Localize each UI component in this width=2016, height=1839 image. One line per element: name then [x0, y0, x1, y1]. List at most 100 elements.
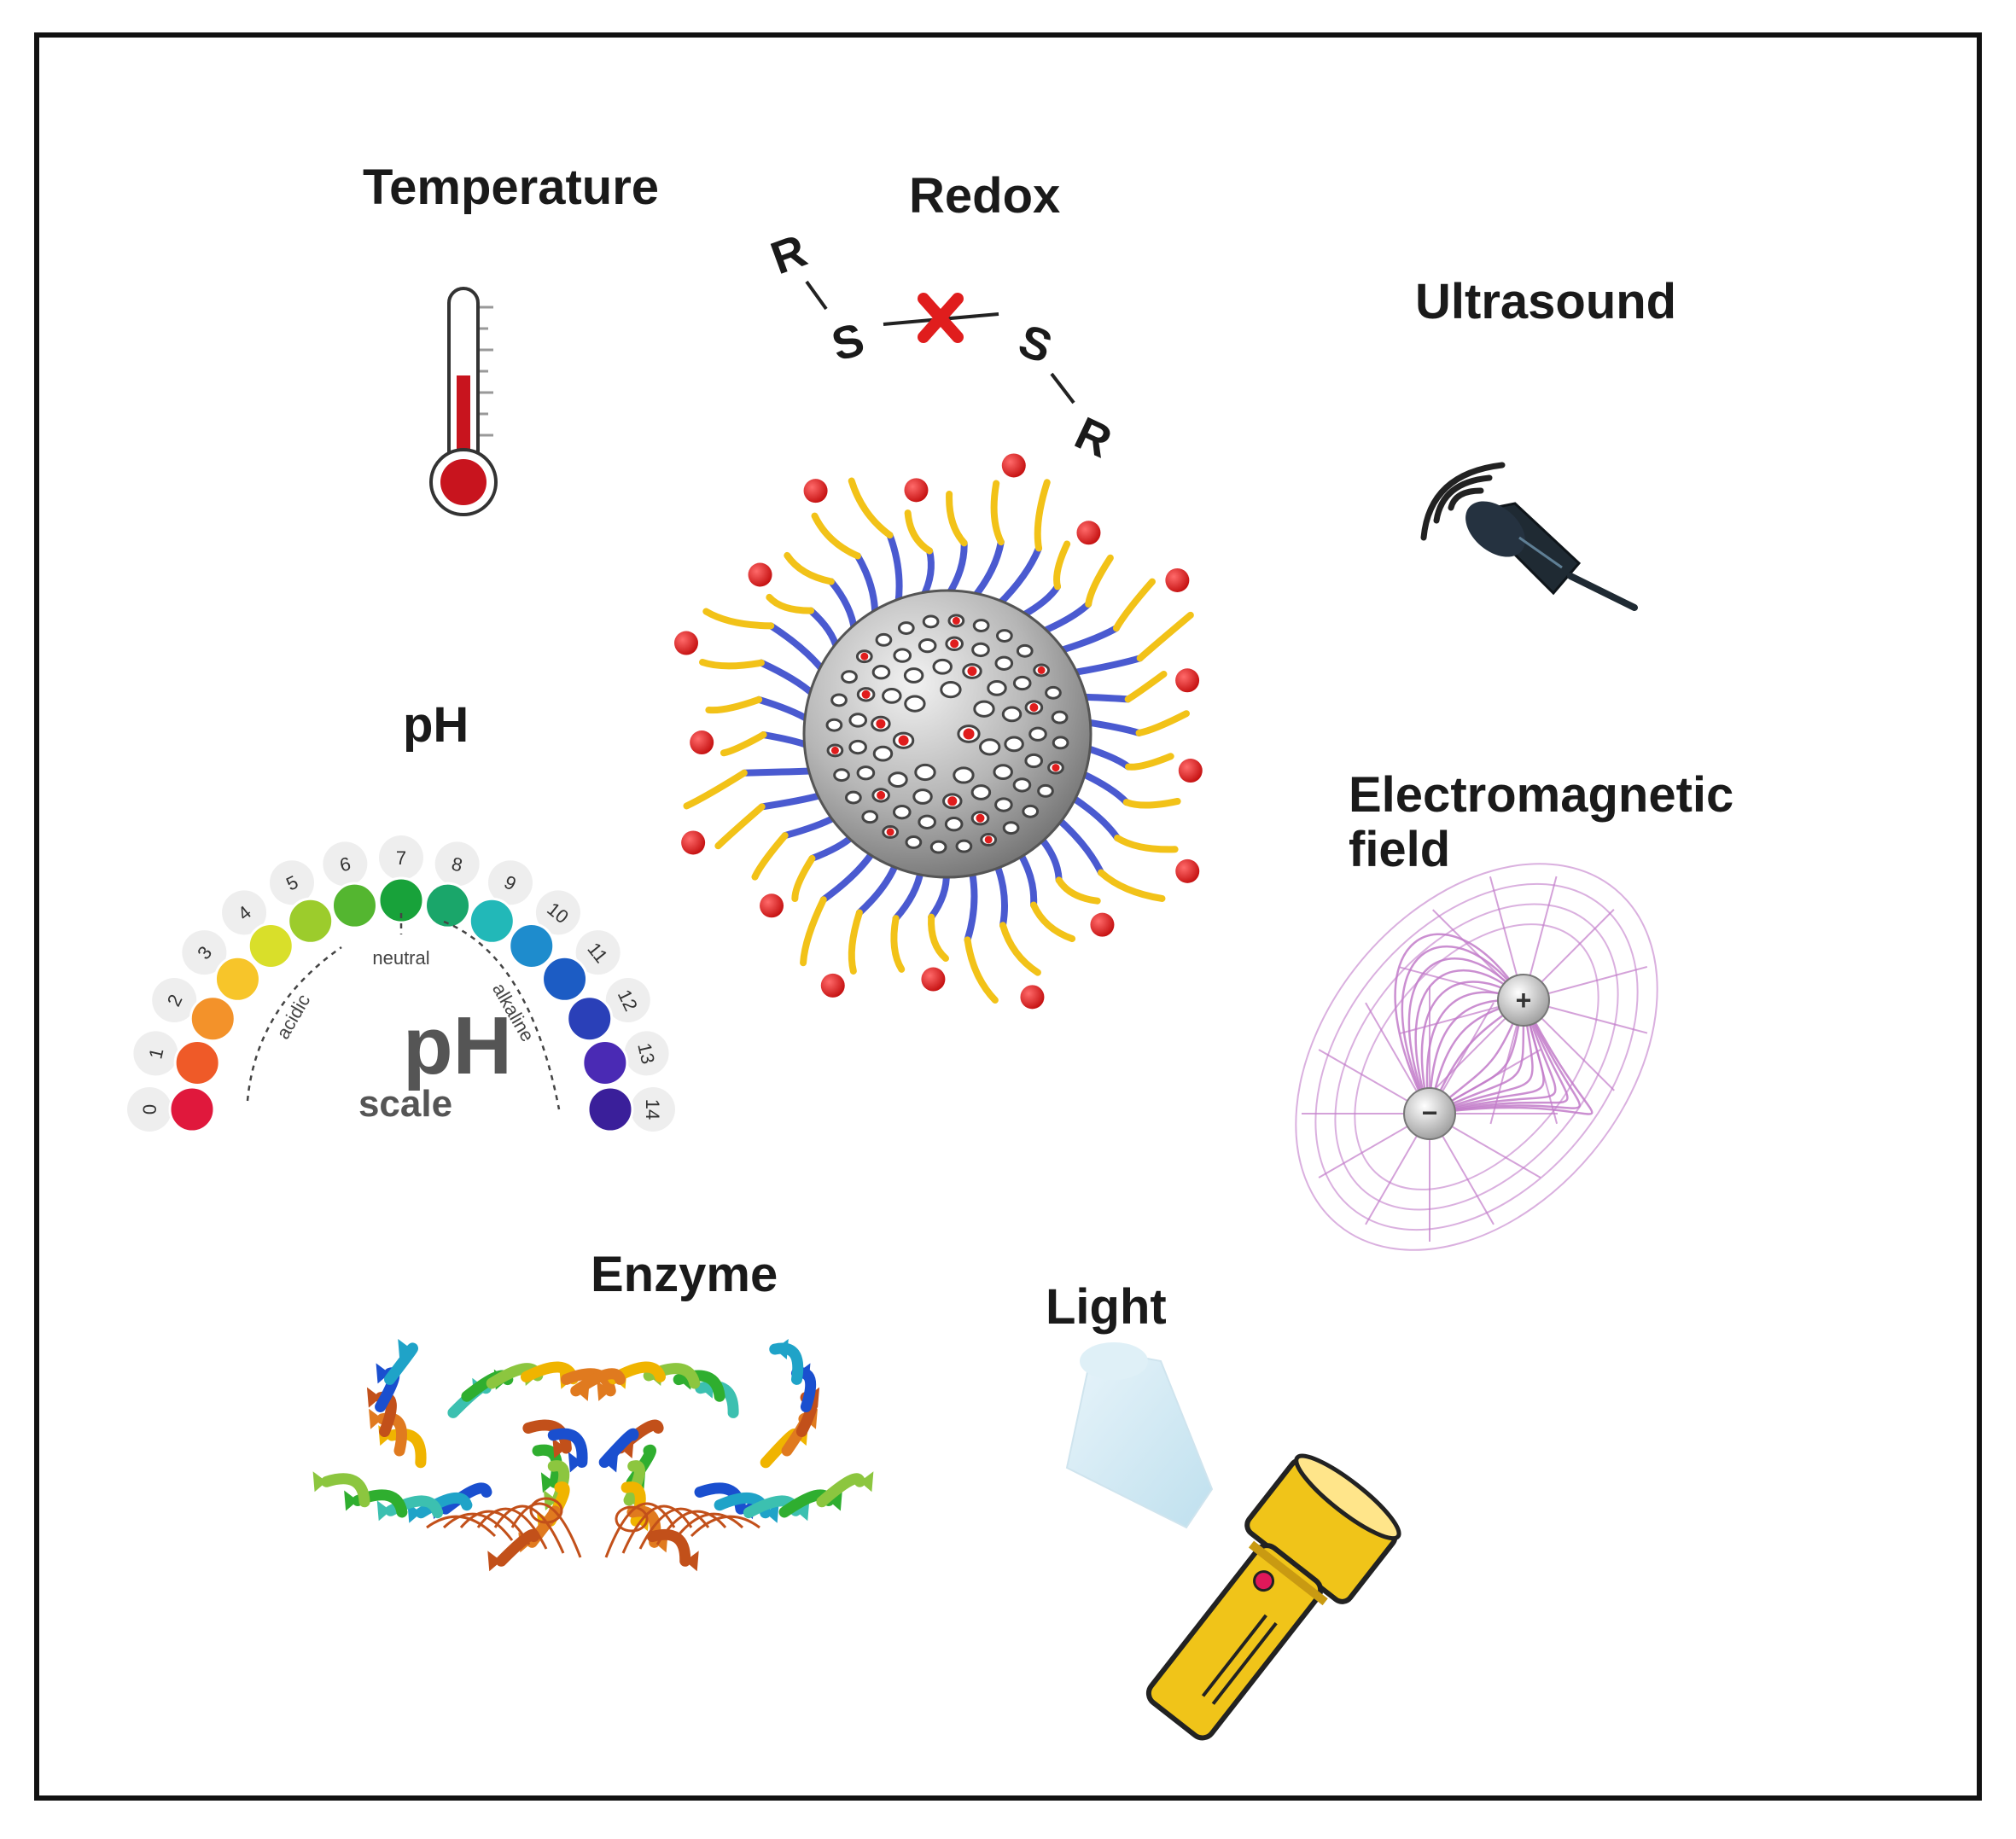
- loop-coil: [529, 1497, 563, 1524]
- field-loop: [1334, 903, 1619, 1211]
- pore: [970, 784, 992, 800]
- ph-tick-label: 6: [338, 853, 353, 876]
- pore: [833, 768, 850, 783]
- ph-tick-bubble: [127, 1087, 172, 1132]
- ph-color-dot: [168, 1085, 216, 1133]
- ligand-chain-blue: [767, 622, 827, 675]
- ph-color-dot: [586, 1085, 634, 1133]
- ph-tick-label: 13: [633, 1041, 659, 1066]
- cleavage-cross-icon: [918, 293, 964, 343]
- pore: [848, 739, 867, 755]
- ligand-chain-yellow: [890, 915, 906, 973]
- ligand-chain-blue: [819, 847, 877, 904]
- pore: [912, 789, 933, 805]
- ph-tick-bubble: [575, 930, 621, 975]
- pore: [888, 771, 908, 789]
- redox-s1: S: [826, 314, 869, 371]
- ph-neutral-label: neutral: [372, 947, 429, 969]
- ph-color-dot: [581, 1039, 629, 1086]
- beta-strand: [623, 1460, 645, 1506]
- em-plus-sign: +: [1516, 985, 1532, 1016]
- strand-arrowhead: [859, 1471, 874, 1493]
- ligand-chain-blue: [970, 538, 1005, 602]
- ligand-chain-blue: [758, 791, 826, 811]
- payload-sphere: [1175, 858, 1200, 883]
- label-electromagnetic-line2: field: [1349, 821, 1451, 877]
- ph-color-dot: [247, 922, 294, 969]
- field-line: [1429, 999, 1594, 1115]
- drug-payloads: [673, 453, 1203, 1010]
- payload-sphere: [1020, 985, 1045, 1010]
- pore: [972, 619, 990, 632]
- pore: [955, 839, 973, 853]
- ligand-chain-blue: [1036, 834, 1063, 884]
- enzyme-structure-icon: [312, 1339, 874, 1572]
- strand-arrowhead: [487, 1551, 502, 1572]
- ligand-chain-blue: [757, 659, 818, 699]
- ph-tick-bubble: [535, 890, 580, 935]
- ph-tick-bubble: [270, 860, 315, 905]
- field-line: [1414, 969, 1524, 1114]
- ligand-chain-yellow: [904, 509, 934, 555]
- ligand-chain-yellow: [705, 695, 763, 714]
- pore: [994, 797, 1013, 812]
- payload-sphere: [820, 973, 845, 998]
- ligand-chain-yellow: [811, 512, 861, 560]
- pore: [1022, 804, 1040, 818]
- beta-strand: [547, 1428, 588, 1469]
- strand-arrowhead: [369, 1408, 383, 1429]
- ph-color-dot: [287, 897, 335, 945]
- ligand-chain-yellow: [1034, 479, 1051, 552]
- pore: [1024, 753, 1044, 769]
- loop-coil: [604, 1502, 676, 1558]
- strand-arrowhead: [575, 1380, 590, 1401]
- strand-arrowhead: [376, 1363, 390, 1384]
- payload-sphere: [748, 562, 772, 587]
- payload-sphere: [673, 631, 698, 655]
- payload-sphere: [803, 479, 828, 503]
- ligand-chain-blue: [781, 813, 840, 840]
- ligand-chain-yellow: [791, 854, 816, 903]
- ligand-chain-blue: [892, 866, 924, 922]
- ligand-chain-blue: [760, 731, 813, 749]
- pore: [875, 632, 893, 647]
- ligand-chain-blue: [1038, 600, 1092, 636]
- label-redox: Redox: [909, 168, 1061, 224]
- label-ph: pH: [403, 697, 469, 753]
- pore: [830, 693, 848, 707]
- ph-tick-label: 8: [450, 853, 465, 876]
- loaded-pore: [984, 835, 993, 844]
- nanoparticle: [673, 453, 1203, 1010]
- beta-strand: [598, 1428, 639, 1469]
- ligand-chain-yellow: [999, 922, 1041, 976]
- ph-tick-bubble: [152, 978, 197, 1023]
- payload-sphere: [921, 967, 946, 992]
- ph-scale-title: pH: [403, 1000, 512, 1091]
- pore: [905, 835, 923, 849]
- ligand-chain-blue: [919, 547, 935, 601]
- loaded-pore: [861, 690, 871, 699]
- loaded-pore: [950, 639, 959, 649]
- pore: [940, 681, 962, 699]
- pore: [871, 665, 891, 680]
- loaded-pore: [967, 666, 977, 677]
- loaded-pore: [947, 796, 958, 806]
- pore: [882, 688, 902, 704]
- ph-tick-bubble: [605, 978, 650, 1023]
- ph-direction-arrows: [246, 913, 561, 1110]
- ph-color-dot: [213, 955, 261, 1003]
- ligand-chain-blue: [1054, 815, 1104, 876]
- pore: [995, 629, 1013, 643]
- pore: [1037, 783, 1054, 798]
- beta-strand: [646, 1528, 691, 1567]
- strand-arrowhead: [552, 1438, 567, 1459]
- beta-strand: [495, 1529, 540, 1567]
- ligand-chain-blue: [740, 767, 817, 777]
- pore: [1045, 685, 1062, 700]
- field-line: [1429, 999, 1525, 1115]
- beta-strand: [384, 1342, 418, 1385]
- pore: [914, 763, 936, 782]
- ligand-chain-yellow: [946, 491, 968, 547]
- label-electromagnetic: Electromagnetic field: [1349, 768, 1733, 877]
- ligand-chain-blue: [1068, 793, 1122, 841]
